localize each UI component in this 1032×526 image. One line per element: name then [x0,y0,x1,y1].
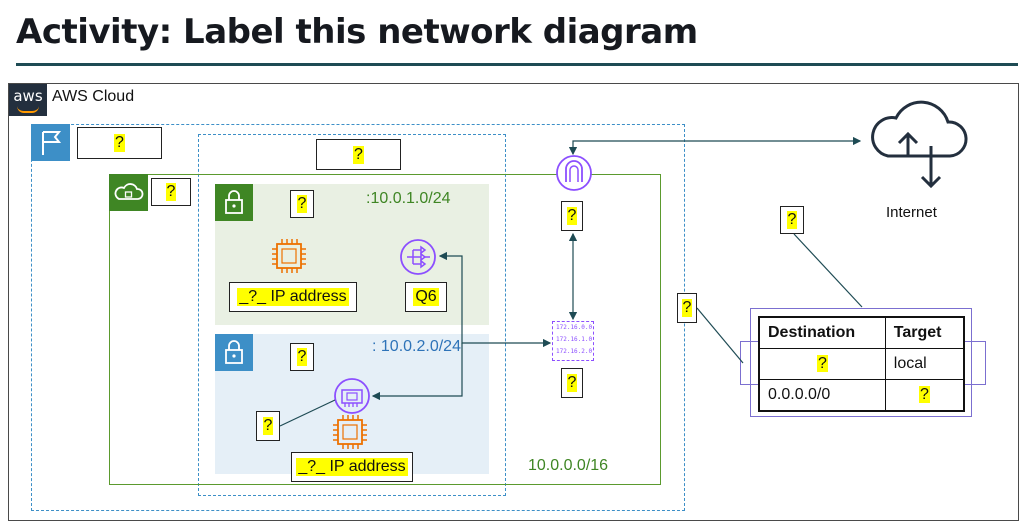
route-table-link-placeholder: ? [681,299,693,317]
route-destination-placeholder: ? [816,355,828,372]
vpc-cidr: 10.0.0.0/16 [528,457,609,474]
router-line: 172.16.2.0 [556,348,593,355]
nat-router-link [438,251,552,348]
route-table-link [696,307,744,364]
internet-gateway-placeholder: ? [566,207,578,225]
router-line: 172.16.0.0 [556,324,593,331]
route-table-row: 0.0.0.0/0 ? [758,379,965,412]
public-subnet-cidr: :10.0.1.0/24 [366,190,451,207]
page-title: Activity: Label this network diagram [16,12,698,52]
public-subnet-lock-icon [215,184,253,221]
internet-route-label-box[interactable]: ? [780,206,804,234]
vpc-boundary [109,174,661,485]
ec2-instance-icon [270,237,308,280]
vpc-placeholder: ? [165,183,177,201]
internet-gateway-label-box[interactable]: ? [561,201,583,231]
private-instance-ip-box[interactable]: _?_ IP address [291,452,413,482]
route-table-outline [750,308,972,417]
availability-zone-label-box[interactable]: ? [316,139,401,170]
private-ec2-instance-icon [331,413,369,456]
internet-route-link [793,233,863,308]
route-table: Destination Target ? local 0.0.0.0/0 ? [758,316,965,412]
route-target-placeholder: ? [918,386,930,403]
route-table-link-box[interactable]: ? [677,293,697,323]
region-flag-icon [31,124,70,161]
route-table-header-target: Target [884,316,965,349]
vpc-label-box[interactable]: ? [151,178,191,206]
router-placeholder: ? [566,374,578,392]
private-subnet-placeholder: ? [296,348,308,366]
region-placeholder: ? [114,134,125,152]
route-destination-cell: 0.0.0.0/0 [758,379,886,412]
public-instance-ip-box[interactable]: _?_ IP address [229,282,357,312]
title-divider [16,63,1018,66]
private-subnet-label-box[interactable]: ? [290,343,314,371]
router-line: 172.16.1.0 [556,336,593,343]
internet-route-placeholder: ? [786,211,798,229]
network-interface-placeholder: ? [262,417,274,435]
aws-logo-icon: aws [9,84,47,116]
nat-gateway-icon [399,238,437,281]
internet-label: Internet [886,204,937,221]
vpc-cloud-icon [109,174,148,211]
nat-gateway-label: Q6 [413,288,439,306]
route-table-header-row: Destination Target [758,316,965,349]
router-icon: 172.16.0.0 172.16.1.0 172.16.2.0 [552,321,594,361]
region-label-box[interactable]: ? [77,127,162,159]
route-target-cell[interactable]: ? [884,379,965,412]
private-instance-ip-label: _?_ IP address [296,458,408,476]
private-subnet-cidr: : 10.0.2.0/24 [372,338,461,355]
public-instance-ip-label: _?_ IP address [237,288,349,306]
public-subnet-label-box[interactable]: ? [290,190,314,218]
eni-router-link [371,343,463,401]
internet-cloud-icon [866,90,970,197]
route-table-header-destination: Destination [758,316,886,349]
az-placeholder: ? [353,145,364,164]
aws-cloud-label: AWS Cloud [52,88,135,105]
eni-label-link [279,399,336,427]
aws-cloud-frame [8,83,1019,521]
network-interface-label-box[interactable]: ? [256,411,280,441]
route-table-row: ? local [758,348,965,380]
public-subnet-placeholder: ? [296,195,308,213]
network-interface-icon [333,377,371,420]
router-label-box[interactable]: ? [561,368,583,398]
route-destination-cell[interactable]: ? [758,348,886,380]
private-subnet-lock-icon [215,334,253,371]
route-target-cell: local [884,348,965,380]
internet-gateway-icon [555,154,593,197]
private-subnet [215,334,489,474]
igw-internet-link [568,136,862,156]
